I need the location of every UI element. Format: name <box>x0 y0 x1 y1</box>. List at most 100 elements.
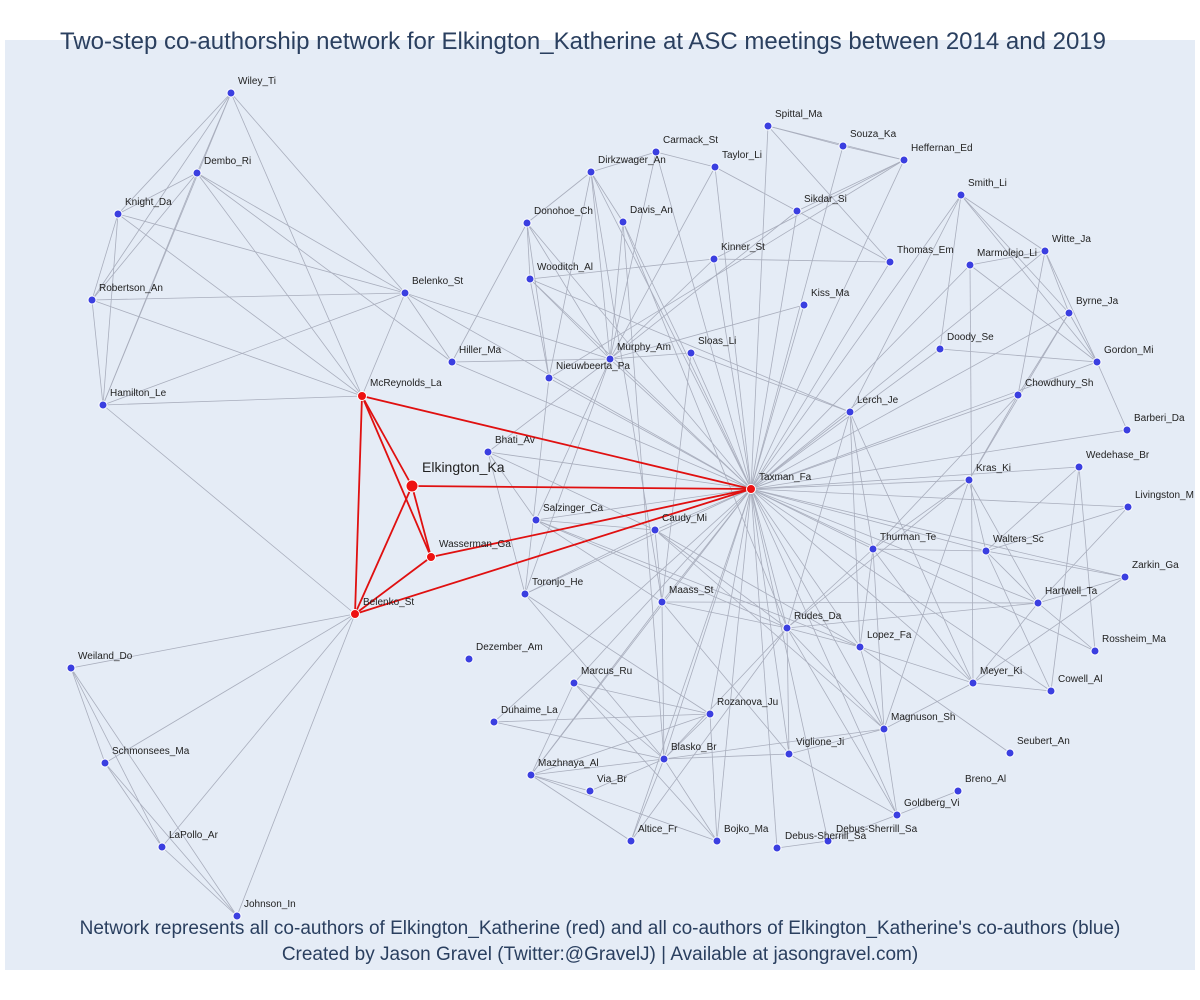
node-marker[interactable] <box>705 709 715 719</box>
node-wooditch-al[interactable]: Wooditch_Al <box>525 262 593 284</box>
node-seubert-an[interactable]: Seubert_An <box>1005 736 1070 758</box>
node-knight-da[interactable]: Knight_Da <box>113 197 172 219</box>
node-marker[interactable] <box>868 544 878 554</box>
node-altice-fr[interactable]: Altice_Fr <box>626 824 678 846</box>
node-via-br[interactable]: Via_Br <box>585 774 628 796</box>
node-spittal-ma[interactable]: Spittal_Ma <box>763 109 823 131</box>
node-marker[interactable] <box>712 836 722 846</box>
node-marker[interactable] <box>1120 572 1130 582</box>
node-hiller-ma[interactable]: Hiller_Ma <box>447 345 502 367</box>
node-kinner-st[interactable]: Kinner_St <box>709 242 765 264</box>
node-marker[interactable] <box>531 515 541 525</box>
node-marker[interactable] <box>686 348 696 358</box>
node-marker[interactable] <box>483 447 493 457</box>
node-lerch-je[interactable]: Lerch_Je <box>845 395 899 417</box>
node-marker[interactable] <box>659 754 669 764</box>
node-marker[interactable] <box>66 663 76 673</box>
node-marker[interactable] <box>823 836 833 846</box>
node-debus-sherrill-sa[interactable]: Debus-Sherrill_Sa <box>823 824 918 846</box>
node-marker[interactable] <box>1040 246 1050 256</box>
node-marker[interactable] <box>489 717 499 727</box>
node-marker[interactable] <box>1123 502 1133 512</box>
node-hamilton-le[interactable]: Hamilton_Le <box>98 388 167 410</box>
node-chowdhury-sh[interactable]: Chowdhury_Sh <box>1013 378 1093 400</box>
node-nieuwbeerta-pa[interactable]: Nieuwbeerta_Pa <box>544 361 630 383</box>
node-rudes-da[interactable]: Rudes_Da <box>782 611 842 633</box>
node-marker[interactable] <box>1092 357 1102 367</box>
node-sikdar-si[interactable]: Sikdar_Si <box>792 194 847 216</box>
node-marker[interactable] <box>746 484 756 494</box>
node-marker[interactable] <box>763 121 773 131</box>
node-duhaime-la[interactable]: Duhaime_La <box>489 705 558 727</box>
node-toronjo-he[interactable]: Toronjo_He <box>520 577 584 599</box>
node-marker[interactable] <box>772 843 782 853</box>
node-marker[interactable] <box>1013 390 1023 400</box>
node-marker[interactable] <box>618 217 628 227</box>
node-marker[interactable] <box>98 400 108 410</box>
node-taxman-fa[interactable]: Taxman_Fa <box>746 472 812 494</box>
node-marker[interactable] <box>1005 748 1015 758</box>
node-marker[interactable] <box>192 168 202 178</box>
node-marker[interactable] <box>956 190 966 200</box>
node-marker[interactable] <box>1090 646 1100 656</box>
node-marker[interactable] <box>953 786 963 796</box>
node-murphy-am[interactable]: Murphy_Am <box>605 342 671 364</box>
node-witte-ja[interactable]: Witte_Ja <box>1040 234 1091 256</box>
node-marker[interactable] <box>586 167 596 177</box>
node-thurman-te[interactable]: Thurman_Te <box>868 532 937 554</box>
node-marker[interactable] <box>1122 425 1132 435</box>
node-wasserman-ga[interactable]: Wasserman_Ga <box>426 539 512 562</box>
node-marker[interactable] <box>87 295 97 305</box>
node-smith-li[interactable]: Smith_Li <box>956 178 1007 200</box>
node-lopez-fa[interactable]: Lopez_Fa <box>855 630 912 652</box>
node-heffernan-ed[interactable]: Heffernan_Ed <box>899 143 973 165</box>
node-souza-ka[interactable]: Souza_Ka <box>838 129 897 151</box>
node-marker[interactable] <box>964 475 974 485</box>
node-elkington-ka[interactable]: Elkington_Ka <box>405 459 505 493</box>
node-dirkzwager-an[interactable]: Dirkzwager_An <box>586 155 666 177</box>
node-davis-an[interactable]: Davis_An <box>618 205 673 227</box>
node-taylor-li[interactable]: Taylor_Li <box>710 150 762 172</box>
node-salzinger-ca[interactable]: Salzinger_Ca <box>531 503 603 525</box>
node-marker[interactable] <box>226 88 236 98</box>
node-marker[interactable] <box>965 260 975 270</box>
node-marker[interactable] <box>157 842 167 852</box>
node-debus-sherrill-sa[interactable]: Debus-Sherrill_Sa <box>772 831 867 853</box>
node-marker[interactable] <box>447 357 457 367</box>
node-marker[interactable] <box>650 525 660 535</box>
node-dembo-ri[interactable]: Dembo_Ri <box>192 156 251 178</box>
node-johnson-in[interactable]: Johnson_In <box>232 899 296 921</box>
node-kras-ki[interactable]: Kras_Ki <box>964 463 1011 485</box>
node-barberi-da[interactable]: Barberi_Da <box>1122 413 1185 435</box>
node-marker[interactable] <box>845 407 855 417</box>
node-magnuson-sh[interactable]: Magnuson_Sh <box>879 712 956 734</box>
node-marker[interactable] <box>113 209 123 219</box>
node-gordon-mi[interactable]: Gordon_Mi <box>1092 345 1153 367</box>
node-marker[interactable] <box>782 623 792 633</box>
node-marker[interactable] <box>357 391 367 401</box>
node-blasko-br[interactable]: Blasko_Br <box>659 742 717 764</box>
node-mazhnaya-al[interactable]: Mazhnaya_Al <box>526 758 599 780</box>
node-walters-sc[interactable]: Walters_Sc <box>981 534 1044 556</box>
node-belenko-st[interactable]: Belenko_St <box>400 276 463 298</box>
node-lapollo-ar[interactable]: LaPollo_Ar <box>157 830 219 852</box>
node-donohoe-ch[interactable]: Donohoe_Ch <box>522 206 593 228</box>
node-marker[interactable] <box>784 749 794 759</box>
node-marker[interactable] <box>968 678 978 688</box>
node-marker[interactable] <box>657 597 667 607</box>
node-marker[interactable] <box>879 724 889 734</box>
node-weiland-do[interactable]: Weiland_Do <box>66 651 133 673</box>
node-marker[interactable] <box>709 254 719 264</box>
node-marker[interactable] <box>651 147 661 157</box>
node-wedehase-br[interactable]: Wedehase_Br <box>1074 450 1150 472</box>
node-marker[interactable] <box>350 609 360 619</box>
node-belenko-st[interactable]: Belenko_St <box>350 597 415 619</box>
node-marker[interactable] <box>792 206 802 216</box>
node-marcus-ru[interactable]: Marcus_Ru <box>569 666 632 688</box>
node-marker[interactable] <box>544 373 554 383</box>
node-marker[interactable] <box>526 770 536 780</box>
node-doody-se[interactable]: Doody_Se <box>935 332 994 354</box>
node-marker[interactable] <box>569 678 579 688</box>
node-marker[interactable] <box>100 758 110 768</box>
node-marker[interactable] <box>855 642 865 652</box>
